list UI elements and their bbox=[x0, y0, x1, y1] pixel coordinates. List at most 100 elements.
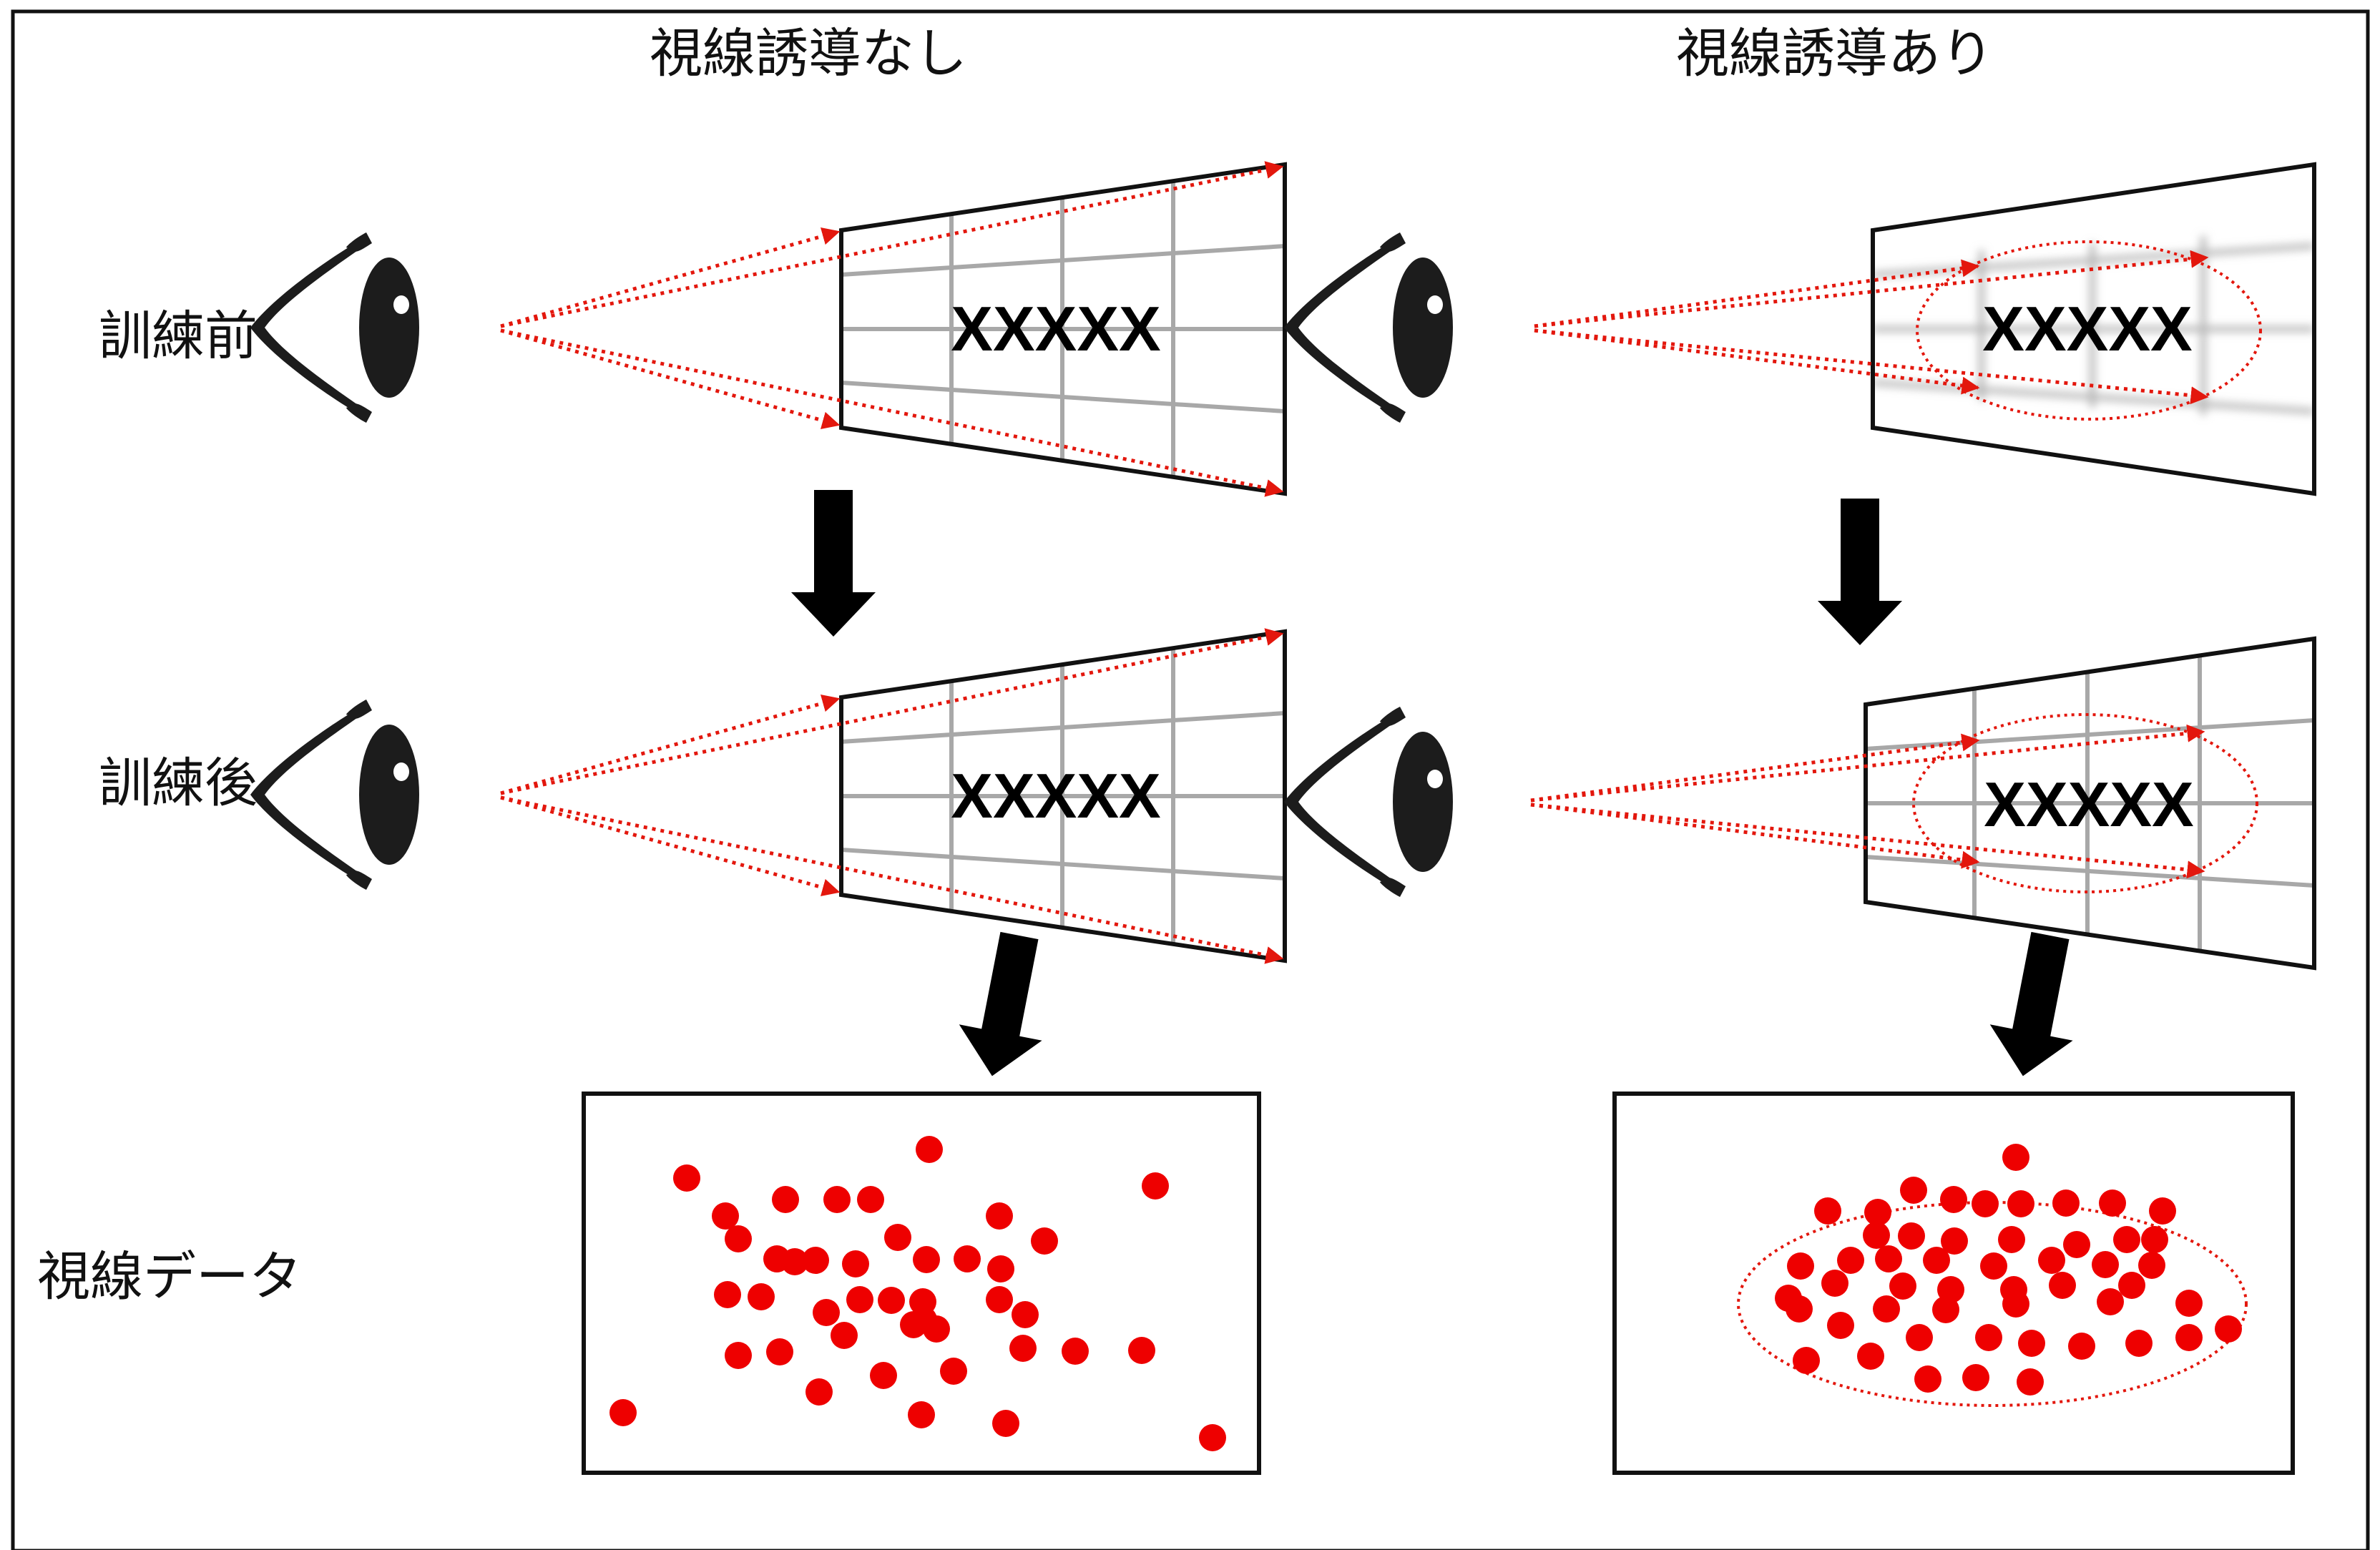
gaze-point bbox=[2175, 1290, 2203, 1317]
display-grid bbox=[841, 632, 1285, 961]
gaze-dots-clustered bbox=[1775, 1144, 2242, 1396]
gaze-point bbox=[805, 1378, 833, 1406]
gaze-point bbox=[842, 1250, 869, 1277]
gaze-point bbox=[1980, 1252, 2007, 1280]
gaze-point bbox=[2125, 1330, 2153, 1357]
gaze-point bbox=[2002, 1290, 2029, 1318]
gaze-point bbox=[1142, 1172, 1169, 1200]
gaze-point bbox=[673, 1164, 700, 1192]
gaze-point bbox=[900, 1311, 927, 1338]
gaze-point bbox=[2038, 1247, 2065, 1274]
guidance-region bbox=[1916, 240, 2262, 421]
panel-without-after: XXXXX bbox=[250, 628, 1287, 964]
gaze-point bbox=[913, 1246, 940, 1273]
eye-icon bbox=[250, 700, 419, 890]
gaze-point bbox=[857, 1186, 884, 1213]
gaze-point bbox=[1009, 1335, 1037, 1362]
panel-with-after: XXXXX bbox=[1284, 636, 2316, 971]
gaze-point bbox=[2063, 1231, 2090, 1258]
gaze-point bbox=[1031, 1227, 1058, 1255]
gaze-point bbox=[772, 1186, 799, 1213]
gaze-point bbox=[1906, 1324, 1933, 1351]
gaze-point bbox=[1864, 1199, 1891, 1226]
column-title-with-guidance: 視線誘導あり bbox=[1676, 23, 1994, 84]
down-arrow-icon bbox=[791, 490, 876, 637]
gaze-point bbox=[940, 1358, 967, 1385]
gaze-point bbox=[870, 1362, 897, 1389]
gaze-point bbox=[823, 1186, 851, 1213]
gaze-dots-scattered bbox=[609, 1136, 1226, 1451]
gaze-point bbox=[2141, 1226, 2168, 1253]
display-text: XXXXX bbox=[1982, 293, 2192, 364]
gaze-point bbox=[986, 1286, 1013, 1313]
gaze-point bbox=[1787, 1252, 1814, 1280]
gaze-point bbox=[908, 1401, 935, 1428]
gaze-point bbox=[2007, 1190, 2034, 1217]
gaze-point bbox=[1857, 1343, 1884, 1370]
gaze-lines bbox=[500, 161, 1284, 497]
display-text: XXXXX bbox=[951, 760, 1160, 831]
down-arrow-icon bbox=[1989, 931, 2073, 1076]
gaze-point bbox=[846, 1286, 873, 1313]
gaze-data-panel-without bbox=[582, 1092, 1261, 1475]
gaze-point bbox=[992, 1410, 1019, 1437]
gaze-point bbox=[1932, 1296, 1959, 1323]
gaze-lines bbox=[1530, 724, 2205, 879]
gaze-point bbox=[766, 1338, 793, 1365]
gaze-point bbox=[2052, 1190, 2080, 1217]
gaze-point bbox=[916, 1136, 943, 1163]
gaze-point bbox=[954, 1245, 981, 1272]
panel-without-before: XXXXX bbox=[250, 161, 1287, 497]
gaze-point bbox=[2215, 1315, 2242, 1343]
gaze-point bbox=[1998, 1226, 2025, 1253]
display-text: XXXXX bbox=[951, 293, 1160, 364]
gaze-point bbox=[1062, 1338, 1089, 1365]
gaze-point bbox=[1972, 1190, 1999, 1217]
display-text: XXXXX bbox=[1984, 769, 2193, 840]
gaze-point bbox=[609, 1399, 637, 1426]
gaze-lines bbox=[1534, 250, 2209, 405]
eye-icon bbox=[1284, 707, 1453, 897]
gaze-point bbox=[1923, 1247, 1950, 1274]
gaze-point bbox=[725, 1225, 752, 1252]
gaze-point bbox=[748, 1283, 775, 1310]
gaze-point bbox=[2092, 1251, 2119, 1278]
guidance-region bbox=[1912, 713, 2258, 893]
gaze-point bbox=[1837, 1247, 1864, 1274]
gaze-point bbox=[1873, 1295, 1900, 1323]
gaze-point bbox=[714, 1281, 741, 1308]
gaze-point bbox=[1827, 1312, 1854, 1339]
row-label-before-training: 訓練前 bbox=[99, 305, 258, 367]
gaze-point bbox=[2068, 1333, 2095, 1360]
row-label-gaze-data: 視線データ bbox=[37, 1246, 302, 1308]
gaze-point bbox=[802, 1247, 829, 1274]
down-arrow-icon bbox=[959, 931, 1042, 1076]
gaze-point bbox=[1012, 1301, 1039, 1328]
row-label-after-training: 訓練後 bbox=[99, 752, 258, 814]
display-screen bbox=[1871, 162, 2316, 496]
gaze-point bbox=[2118, 1272, 2145, 1299]
gaze-point bbox=[1814, 1197, 1841, 1225]
gaze-point bbox=[1889, 1272, 1916, 1300]
gaze-data-panel-with bbox=[1612, 1092, 2295, 1475]
display-grid bbox=[841, 165, 1285, 494]
gaze-point bbox=[1940, 1186, 1967, 1213]
gaze-point bbox=[1793, 1347, 1820, 1374]
gaze-point bbox=[1786, 1295, 1813, 1323]
gaze-point bbox=[2138, 1252, 2165, 1279]
gaze-point bbox=[2018, 1330, 2045, 1357]
gaze-point bbox=[1914, 1365, 1941, 1393]
gaze-point bbox=[878, 1287, 905, 1314]
column-title-without-guidance: 視線誘導なし bbox=[650, 23, 967, 84]
gaze-point bbox=[2049, 1272, 2076, 1299]
gaze-point bbox=[2099, 1190, 2126, 1217]
gaze-point bbox=[1975, 1324, 2002, 1351]
gaze-point bbox=[1199, 1424, 1226, 1451]
gaze-point bbox=[712, 1202, 739, 1230]
gaze-point bbox=[1128, 1337, 1155, 1364]
gaze-point bbox=[831, 1322, 858, 1349]
eye-icon bbox=[250, 232, 419, 423]
panel-with-before: XXXXX bbox=[1284, 162, 2316, 496]
gaze-point bbox=[923, 1315, 950, 1343]
